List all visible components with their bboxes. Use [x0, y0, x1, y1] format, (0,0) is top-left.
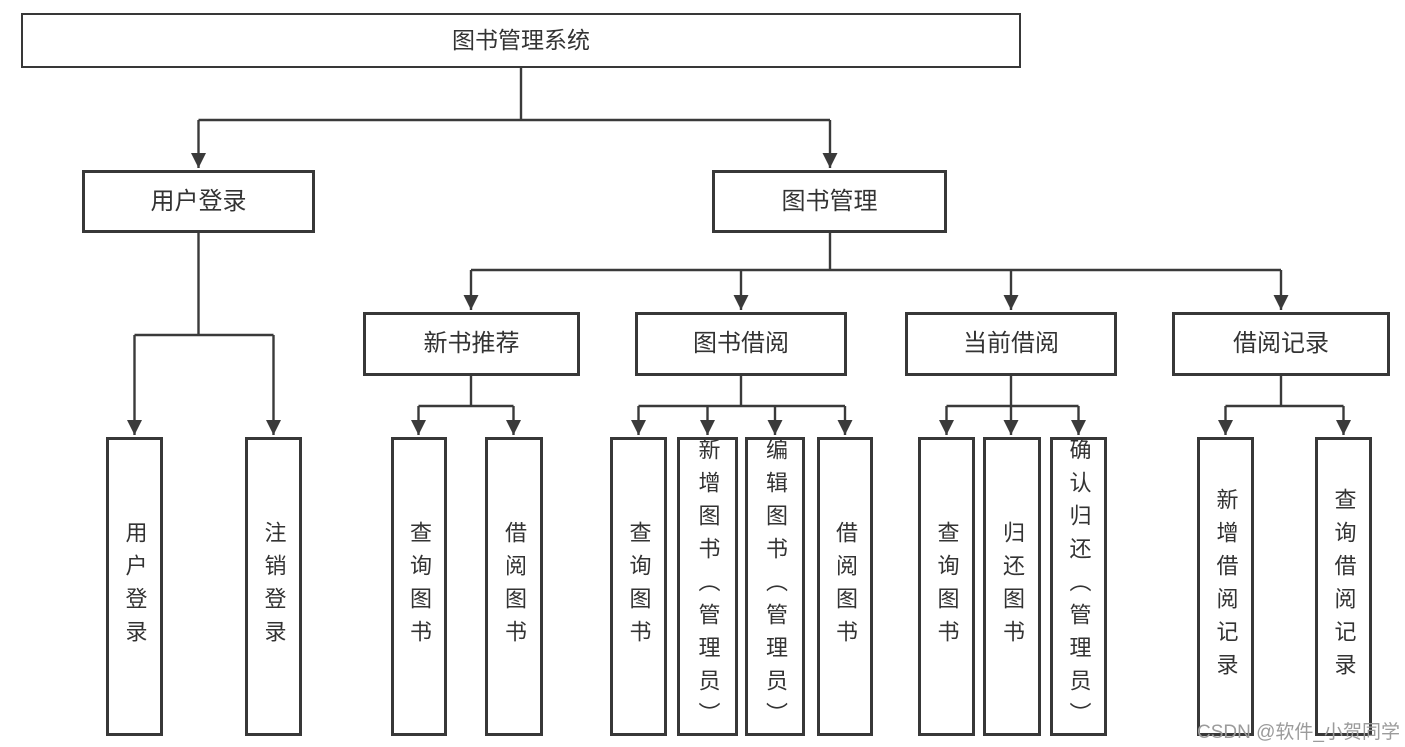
connector-current-borrow-branch — [946, 376, 1079, 408]
node-root-label: 图书管理系统 — [452, 27, 590, 53]
leaf-logout: 注销登录 — [245, 437, 302, 736]
connector-root-trunk — [198, 68, 830, 122]
leaf-newbook-query-books: 查询图书 — [391, 437, 447, 736]
leaf-current-confirm-return-admin: 确认归还（管理员） — [1050, 437, 1107, 736]
connector-new-book-branch — [418, 376, 514, 408]
node-user-login: 用户登录 — [82, 170, 315, 233]
connector-borrow-records-branch — [1225, 376, 1344, 408]
node-new-book-recommend: 新书推荐 — [363, 312, 580, 376]
leaf-user-login-label: 用户登录 — [122, 520, 148, 653]
leaf-records-query-record-label: 查询借阅记录 — [1331, 487, 1357, 686]
leaf-newbook-borrow-books: 借阅图书 — [485, 437, 543, 736]
node-borrow-records-label: 借阅记录 — [1233, 330, 1329, 357]
leaf-newbook-query-books-label: 查询图书 — [407, 520, 432, 653]
node-book-management-label: 图书管理 — [781, 187, 878, 215]
connector-user-login-branch — [134, 233, 274, 337]
leaf-borrow-add-books-admin-label: 新增图书（管理员） — [695, 438, 721, 735]
leaf-records-query-record: 查询借阅记录 — [1315, 437, 1372, 736]
leaf-records-add-record-label: 新增借阅记录 — [1213, 487, 1239, 686]
leaf-current-confirm-return-admin-label: 确认归还（管理员） — [1066, 438, 1092, 735]
leaf-current-query-books: 查询图书 — [918, 437, 975, 736]
leaf-borrow-query-books-label: 查询图书 — [626, 520, 652, 653]
node-book-borrow-label: 图书借阅 — [693, 330, 789, 357]
leaf-current-return-books-label: 归还图书 — [1000, 520, 1025, 653]
connector-book-borrow-branch — [638, 376, 845, 408]
node-root-system: 图书管理系统 — [21, 13, 1021, 68]
node-user-login-label: 用户登录 — [150, 187, 247, 215]
node-book-management: 图书管理 — [712, 170, 947, 233]
csdn-watermark: CSDN @软件_小贺同学 — [1197, 722, 1400, 743]
leaf-current-query-books-label: 查询图书 — [934, 520, 960, 653]
leaf-borrow-edit-books-admin-label: 编辑图书（管理员） — [763, 438, 788, 735]
leaf-borrow-borrow-books: 借阅图书 — [817, 437, 873, 736]
leaf-user-login: 用户登录 — [106, 437, 163, 736]
node-book-borrow: 图书借阅 — [635, 312, 847, 376]
node-new-book-recommend-label: 新书推荐 — [423, 330, 520, 357]
connector-book-mgmt-branch — [471, 233, 1281, 272]
leaf-records-add-record: 新增借阅记录 — [1197, 437, 1254, 736]
leaf-newbook-borrow-books-label: 借阅图书 — [502, 520, 527, 653]
leaf-current-return-books: 归还图书 — [983, 437, 1041, 736]
leaf-borrow-edit-books-admin: 编辑图书（管理员） — [745, 437, 805, 736]
leaf-borrow-borrow-books-label: 借阅图书 — [833, 520, 858, 653]
node-current-borrow-label: 当前借阅 — [963, 330, 1059, 357]
node-borrow-records: 借阅记录 — [1172, 312, 1390, 376]
node-current-borrow: 当前借阅 — [905, 312, 1117, 376]
leaf-borrow-add-books-admin: 新增图书（管理员） — [677, 437, 738, 736]
leaf-borrow-query-books: 查询图书 — [610, 437, 667, 736]
leaf-logout-label: 注销登录 — [261, 520, 287, 653]
